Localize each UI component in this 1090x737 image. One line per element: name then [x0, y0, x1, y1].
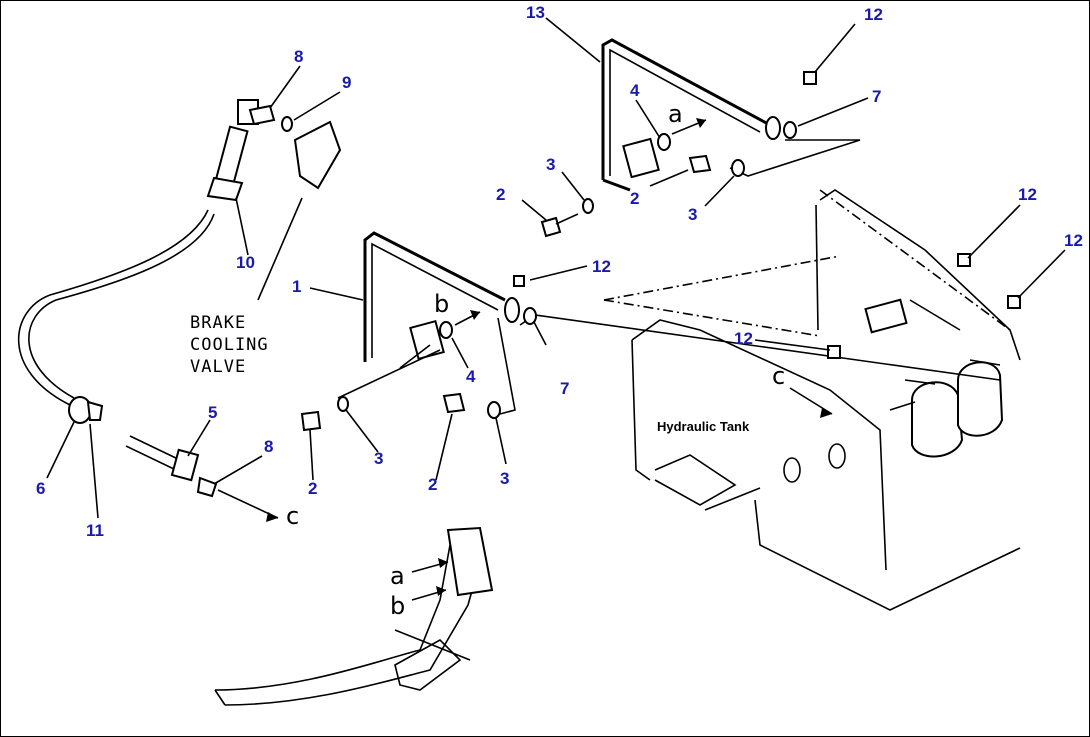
- callout-7: 7: [560, 379, 569, 398]
- hydraulic-tank: [603, 189, 1021, 611]
- callout-8: 8: [264, 437, 273, 456]
- callout-12: 12: [1064, 231, 1083, 250]
- flow-label-a: a: [668, 100, 683, 128]
- bottom-pipe-detail: [214, 526, 494, 706]
- flow-label-c: c: [772, 362, 785, 390]
- flow-letters: a b c c a b: [286, 100, 785, 620]
- callout-12: 12: [1018, 185, 1037, 204]
- flow-label-b: b: [390, 592, 405, 620]
- callout-3: 3: [374, 449, 383, 468]
- callout-5: 5: [208, 403, 217, 422]
- flow-label-c: c: [286, 502, 299, 530]
- flow-label-b: b: [434, 290, 449, 318]
- captions: BRAKE COOLING VALVE Hydraulic Tank: [190, 313, 750, 434]
- callout-3: 3: [688, 205, 697, 224]
- brake-cooling-valve-caption-line1: BRAKE: [190, 313, 246, 333]
- flow-label-a: a: [390, 562, 405, 590]
- callout-7: 7: [872, 87, 881, 106]
- brake-cooling-valve-caption-line3: VALVE: [190, 357, 246, 377]
- fasteners: [300, 71, 1021, 432]
- leader-lines: [46, 17, 1066, 519]
- hydraulic-tank-label: Hydraulic Tank: [657, 419, 750, 434]
- callout-11: 11: [86, 521, 104, 540]
- callout-4: 4: [630, 81, 640, 100]
- callout-3: 3: [546, 155, 555, 174]
- callout-2: 2: [308, 479, 317, 498]
- callout-13: 13: [526, 3, 545, 22]
- callout-2: 2: [428, 475, 437, 494]
- upper-tube-13: [601, 38, 861, 192]
- callout-9: 9: [342, 73, 351, 92]
- callout-1: 1: [292, 277, 301, 296]
- callout-2: 2: [630, 189, 639, 208]
- callout-12: 12: [592, 257, 611, 276]
- callout-8: 8: [294, 47, 303, 66]
- callout-12: 12: [864, 5, 883, 24]
- callout-4: 4: [466, 367, 476, 386]
- callout-2: 2: [496, 185, 505, 204]
- flow-arrows: [217, 118, 833, 601]
- callout-12: 12: [734, 329, 753, 348]
- callout-numbers: 13 12 7 4 3 2 2 3 12 12 12 12 1 7 4 8 9 …: [36, 3, 1083, 540]
- brake-hose: [17, 99, 342, 498]
- callout-3: 3: [500, 469, 509, 488]
- brake-cooling-valve-caption-line2: COOLING: [190, 335, 269, 355]
- callout-6: 6: [36, 479, 45, 498]
- callout-10: 10: [236, 253, 255, 272]
